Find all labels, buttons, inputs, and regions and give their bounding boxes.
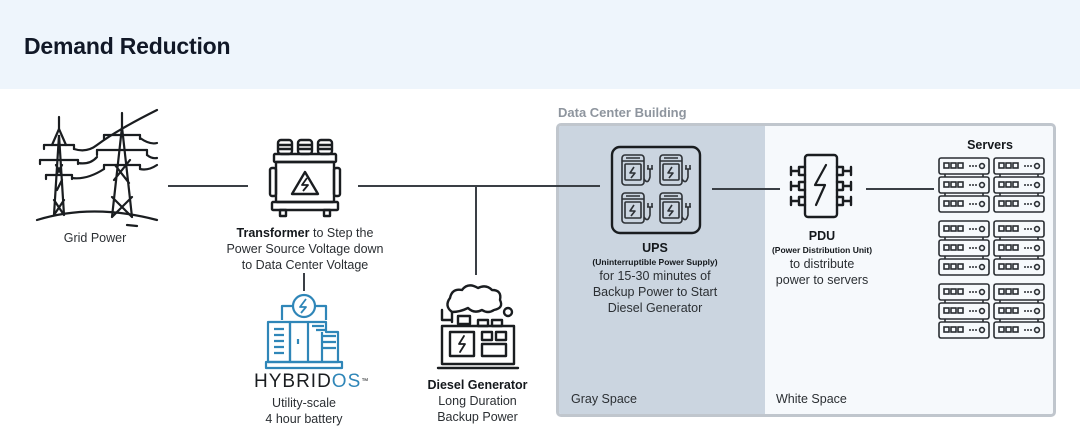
server-unit xyxy=(938,321,990,339)
server-unit xyxy=(938,302,990,322)
data-center-building: Gray Space White Space xyxy=(556,123,1056,417)
hybridos-desc-2: 4 hour battery xyxy=(265,412,343,426)
server-unit xyxy=(938,157,990,177)
connector-pdu-servers xyxy=(866,188,934,190)
diesel-title: Diesel Generator xyxy=(427,378,528,392)
ups-subtitle: (Uninterruptible Power Supply) xyxy=(592,257,718,267)
ups-desc-3: Diesel Generator xyxy=(607,301,703,315)
transformer-label: Transformer to Step the Power Source Vol… xyxy=(205,225,405,273)
pdu-icon xyxy=(789,153,853,219)
battery-storage-icon xyxy=(264,293,344,370)
ups-desc-1: for 15-30 minutes of xyxy=(599,269,711,283)
server-unit xyxy=(993,283,1045,303)
transformer-desc-1: to Step the xyxy=(309,226,374,240)
ups-desc-2: Backup Power to Start xyxy=(592,285,718,299)
diesel-label: Diesel Generator Long Duration Backup Po… xyxy=(405,377,550,425)
trademark-mark: ™ xyxy=(361,378,370,385)
diesel-desc-2: Backup Power xyxy=(437,410,518,424)
server-unit xyxy=(938,239,990,259)
servers-label: Servers xyxy=(967,138,1013,152)
header-banner: Demand Reduction xyxy=(0,0,1080,89)
connector-transformer-hybridos xyxy=(303,273,305,291)
ups-title: UPS xyxy=(642,241,668,255)
hybridos-brand-dark: HYBRID xyxy=(254,371,332,392)
grid-power-label: Grid Power xyxy=(63,231,127,245)
transformer-desc-3: to Data Center Voltage xyxy=(241,258,369,272)
server-unit xyxy=(993,157,1045,177)
server-unit xyxy=(938,195,990,213)
hybridos-brand-accent: OS xyxy=(331,371,362,392)
server-unit xyxy=(993,302,1045,322)
server-unit xyxy=(993,220,1045,240)
server-unit xyxy=(993,321,1045,339)
server-unit xyxy=(993,176,1045,196)
connector-transformer-ups-inside xyxy=(556,185,600,187)
page-title: Demand Reduction xyxy=(24,33,231,59)
server-unit xyxy=(993,195,1045,213)
gray-space-label: Gray Space xyxy=(571,392,638,406)
pdu-title: PDU xyxy=(808,229,836,243)
connector-ups-pdu xyxy=(712,188,780,190)
power-tower-icon xyxy=(35,108,159,228)
pdu-label: PDU (Power Distribution Unit) to distrib… xyxy=(752,228,892,288)
white-space-label: White Space xyxy=(776,392,847,406)
connector-to-diesel xyxy=(475,185,477,275)
building-label: Data Center Building xyxy=(558,105,687,120)
hybridos-desc-1: Utility-scale xyxy=(272,396,336,410)
ups-icon xyxy=(610,145,702,235)
server-unit xyxy=(938,176,990,196)
pdu-desc-1: to distribute xyxy=(789,257,855,271)
diesel-generator-icon xyxy=(436,284,520,370)
server-unit xyxy=(993,258,1045,276)
gray-space-area xyxy=(559,126,765,414)
hybridos-logo: HYBRIDOS™ xyxy=(254,371,368,392)
transformer-desc-2: Power Source Voltage down xyxy=(226,242,384,256)
transformer-icon xyxy=(268,138,342,218)
server-rack-icon xyxy=(938,157,1045,339)
server-unit xyxy=(938,220,990,240)
server-unit xyxy=(938,258,990,276)
pdu-subtitle: (Power Distribution Unit) xyxy=(771,245,873,255)
connector-transformer-ups xyxy=(358,185,598,187)
pdu-desc-2: power to servers xyxy=(775,273,869,287)
ups-label: UPS (Uninterruptible Power Supply) for 1… xyxy=(575,240,735,316)
connector-grid-transformer xyxy=(168,185,248,187)
hybridos-label: Utility-scale 4 hour battery xyxy=(240,395,368,427)
server-unit xyxy=(993,239,1045,259)
transformer-title: Transformer xyxy=(236,226,310,240)
diesel-desc-1: Long Duration xyxy=(438,394,517,408)
server-unit xyxy=(938,283,990,303)
